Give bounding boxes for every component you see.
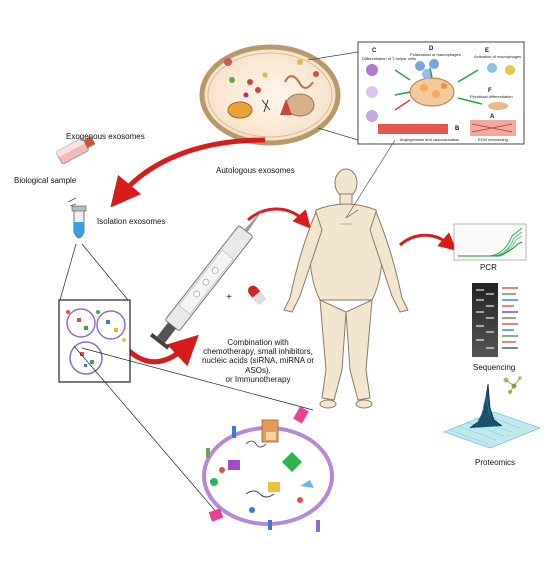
label-pcr: PCR <box>480 263 497 272</box>
panel-letter-d: D <box>429 46 434 52</box>
svg-text:+: + <box>226 292 232 303</box>
arrow-syringe-to-body <box>247 207 311 229</box>
flask-icon <box>56 136 96 165</box>
capsule-icon <box>248 285 267 306</box>
panel-letter-a: A <box>490 114 495 120</box>
mechanism-panel: C D E F A B Differentiation of T-helper … <box>357 41 525 145</box>
arrow-exosomes-to-combination <box>126 334 199 367</box>
arrow-body-to-pcr <box>399 232 457 251</box>
label-biological-sample: Biological sample <box>14 176 77 185</box>
panel-text-c: Differentiation of T-helper cells <box>362 56 416 61</box>
tube-icon <box>67 197 87 239</box>
exosome-icon <box>202 406 334 532</box>
label-autologous-exosomes: Autologous exosomes <box>216 166 295 175</box>
panel-letters: C D E F A B <box>372 46 495 132</box>
panel-text-d: Polarization of macrophages <box>410 52 461 57</box>
panel-letter-f: F <box>488 88 492 94</box>
parent-cell <box>199 44 341 146</box>
panel-letter-e: E <box>485 48 489 54</box>
label-sequencing: Sequencing <box>473 363 516 372</box>
exosome-box <box>58 299 131 383</box>
panel-letter-c: C <box>372 48 377 54</box>
label-proteomics: Proteomics <box>475 458 516 467</box>
syringe-icon <box>149 208 264 350</box>
pcr-curve-icon <box>453 223 527 261</box>
label-exogenous-exosomes: Exogenous exosomes <box>66 132 145 141</box>
panel-text-f: Fibroblast differentiation <box>470 94 513 99</box>
panel-text-a: Angiogenesis and vascularization <box>400 137 459 142</box>
human-figure-icon <box>283 168 409 409</box>
arrow-cell-to-sample <box>110 137 266 208</box>
gel-bands-icon <box>472 283 518 357</box>
panel-text-e: Activation of macrophages <box>474 54 521 59</box>
panel-text-b: ECM remodeling <box>478 137 508 142</box>
label-combination-therapy: Combination with chemotherapy, small inh… <box>201 338 315 384</box>
proteomics-peak-icon <box>443 376 541 449</box>
label-isolation-exosomes: Isolation exosomes <box>97 217 166 226</box>
panel-letter-b: B <box>455 126 460 132</box>
